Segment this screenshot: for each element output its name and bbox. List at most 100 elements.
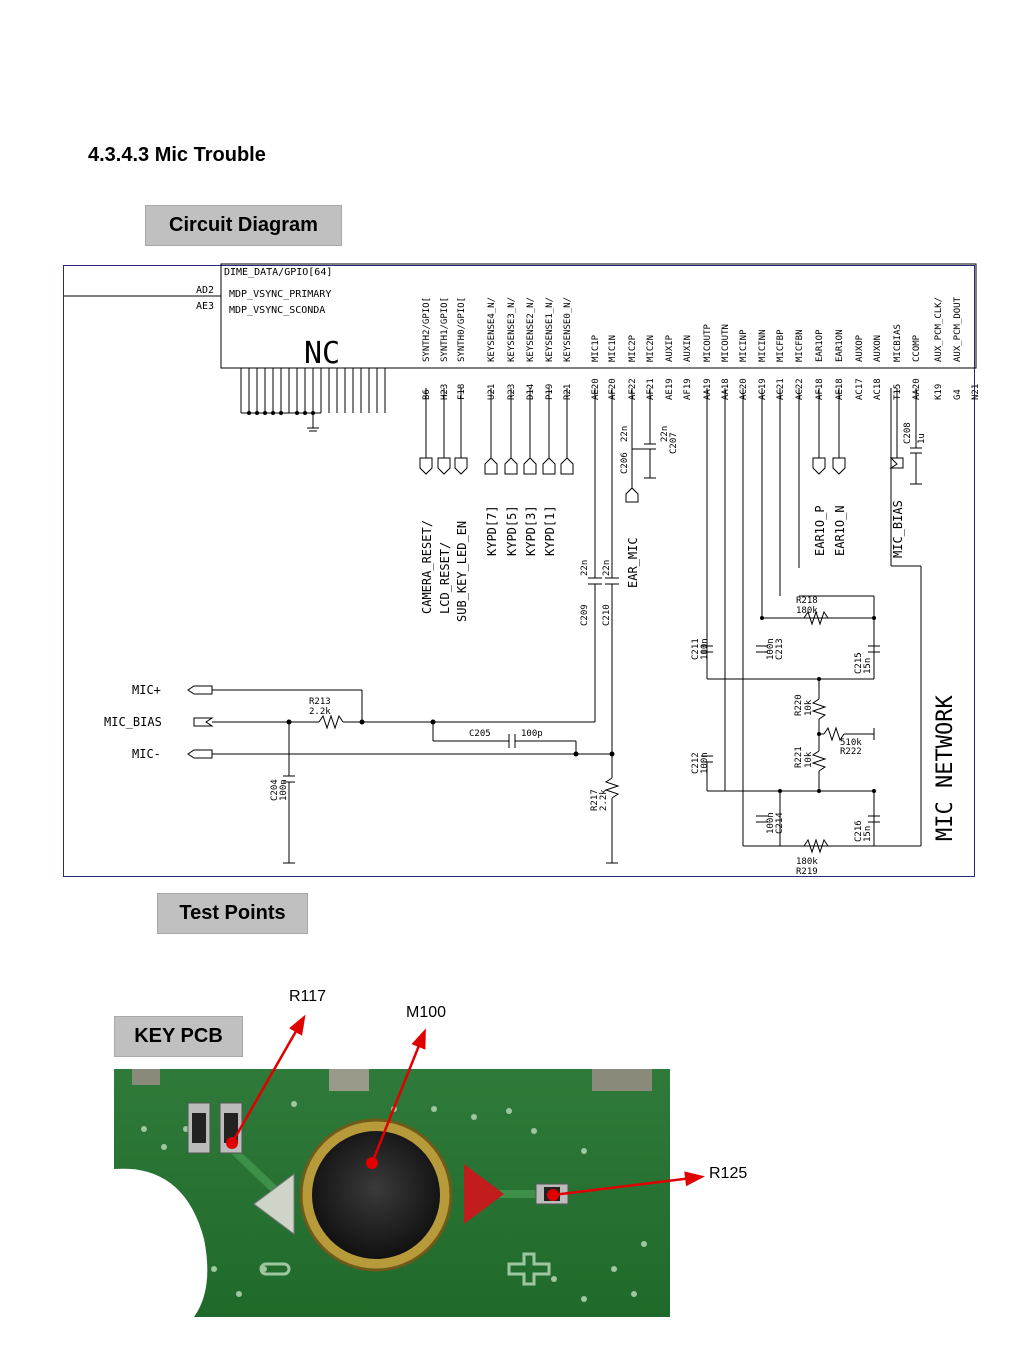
ic-column-pin: P19 bbox=[545, 384, 555, 400]
mic-network-label: MIC NETWORK bbox=[933, 695, 958, 841]
r218-val: 180k bbox=[796, 606, 818, 616]
c207-val: 22n bbox=[660, 426, 670, 442]
c212-ref: C212 bbox=[691, 752, 701, 774]
ic-column-signal: MICFBN bbox=[795, 329, 805, 362]
ic-column-signal: AUXIN bbox=[683, 335, 693, 362]
c209-val: 22n bbox=[580, 560, 590, 576]
r219-val: 180k bbox=[796, 857, 818, 867]
ic-column-signal: KEYSENSE3_N/ bbox=[507, 297, 517, 362]
ic-column-signal: MICFBP bbox=[776, 329, 786, 362]
ic-column-signal: EAR1OP bbox=[815, 329, 825, 362]
port-mic-minus: MIC- bbox=[132, 747, 161, 761]
ic-column-pin: AF22 bbox=[628, 378, 638, 400]
ic-signal-vsync-primary: MDP_VSYNC_PRIMARY bbox=[229, 289, 331, 300]
c204-ref: C204 bbox=[270, 779, 280, 801]
ic-column-pin: AC20 bbox=[739, 378, 749, 400]
ic-column-pin: AC21 bbox=[776, 378, 786, 400]
ic-pin-ad2: AD2 bbox=[196, 285, 214, 296]
circuit-diagram-label: Circuit Diagram bbox=[145, 205, 342, 246]
port-mic-plus: MIC+ bbox=[132, 683, 161, 697]
port-mic-bias: MIC_BIAS bbox=[104, 715, 162, 729]
net-kypd1: KYPD[1] bbox=[543, 505, 557, 556]
ic-column-signal: MICOUTN bbox=[721, 324, 731, 362]
ic-block bbox=[220, 263, 977, 369]
ic-column-pin: AE18 bbox=[835, 378, 845, 400]
ic-column-pin: K19 bbox=[934, 384, 944, 400]
ic-column-pin: B6 bbox=[422, 389, 432, 400]
net-lcd-reset: LCD_RESET/ bbox=[438, 542, 452, 614]
ic-column-pin: G4 bbox=[953, 389, 963, 400]
ic-column-signal: KEYSENSE1_N/ bbox=[545, 297, 555, 362]
ic-column-signal: SYNTH2/GPIO[ bbox=[422, 297, 432, 362]
ic-column-pin: AC22 bbox=[795, 378, 805, 400]
arrow-r125 bbox=[552, 1171, 705, 1197]
ic-column-pin: AA19 bbox=[703, 378, 713, 400]
r220-val: 10k bbox=[804, 699, 814, 716]
c214-val: 100n bbox=[766, 812, 776, 834]
ic-column-pin: AC18 bbox=[873, 378, 883, 400]
ic-top-columns: SYNTH2/GPIO[B6SYNTH1/GPIO[H23SYNTH0/GPIO… bbox=[422, 296, 981, 400]
callout-m100: M100 bbox=[406, 1004, 447, 1021]
ic-column-pin: AF18 bbox=[815, 378, 825, 400]
point-r125 bbox=[547, 1189, 559, 1201]
r219-ref: R219 bbox=[796, 867, 818, 877]
ic-column-pin: AE20 bbox=[591, 378, 601, 400]
ic-column-pin: R23 bbox=[507, 384, 517, 400]
test-points-label: Test Points bbox=[157, 893, 308, 934]
r222-ref: R222 bbox=[840, 747, 862, 757]
ic-column-signal: MICOUTP bbox=[703, 323, 713, 362]
ic-column-pin: AA20 bbox=[912, 378, 922, 400]
ic-column-signal: KEYSENSE0_N/ bbox=[563, 297, 573, 362]
net-camera-reset: CAMERA_RESET/ bbox=[420, 520, 434, 614]
ic-column-signal: MICINN bbox=[758, 329, 768, 362]
r218-ref: R218 bbox=[796, 596, 818, 606]
c215-val: 15n bbox=[863, 658, 873, 674]
net-kypd5: KYPD[5] bbox=[505, 505, 519, 556]
net-sub-key-led: SUB_KEY_LED_EN bbox=[455, 521, 469, 622]
r213-val: 2.2k bbox=[309, 707, 331, 717]
ic-column-pin: H23 bbox=[440, 384, 450, 400]
point-m100 bbox=[366, 1157, 378, 1169]
ic-column-pin: N21 bbox=[971, 384, 981, 400]
ic-column-signal: MIC1P bbox=[591, 334, 601, 362]
ic-column-pin: AF20 bbox=[608, 378, 618, 400]
point-r117 bbox=[226, 1137, 238, 1149]
schematic-svg: DIME_DATA/GPIO[64] AD2 AE3 MDP_VSYNC_PRI… bbox=[64, 263, 981, 877]
ic-column-signal: AUXOP bbox=[855, 334, 865, 362]
ic-column-signal: MIC2P bbox=[628, 334, 638, 362]
c208-val: 1u bbox=[917, 433, 927, 444]
arrow-m100 bbox=[370, 1028, 426, 1164]
ic-column-signal: AUXIP bbox=[665, 334, 675, 362]
ic-column-pin: AE19 bbox=[665, 378, 675, 400]
ic-column-pin: AC19 bbox=[758, 378, 768, 400]
ic-column-signal: MIC1N bbox=[608, 335, 618, 362]
ic-column-pin: T15 bbox=[893, 384, 903, 400]
ic-top-signal: DIME_DATA/GPIO[64] bbox=[224, 267, 332, 278]
ic-column-pin: R21 bbox=[563, 384, 573, 400]
c213-val: 100n bbox=[766, 638, 776, 660]
ic-column-pin: AC17 bbox=[855, 378, 865, 400]
c212-val: 100n bbox=[700, 752, 710, 774]
net-kypd3: KYPD[3] bbox=[524, 505, 538, 556]
net-ear-mic: EAR_MIC bbox=[626, 537, 640, 588]
c216-ref: C216 bbox=[854, 820, 864, 842]
callout-r125: R125 bbox=[709, 1165, 748, 1182]
ic-column-pin: U21 bbox=[487, 384, 497, 400]
ic-column-pin: D14 bbox=[526, 384, 536, 400]
ic-column-pin: AA18 bbox=[721, 378, 731, 400]
ic-column-signal: SYNTH0/GPIO[ bbox=[457, 297, 467, 362]
ic-pin-ae3: AE3 bbox=[196, 301, 214, 312]
c211-ref: C211 bbox=[691, 638, 701, 660]
circuit-schematic: DIME_DATA/GPIO[64] AD2 AE3 MDP_VSYNC_PRI… bbox=[63, 263, 981, 877]
callout-r117: R117 bbox=[289, 988, 327, 1005]
r217-val: 2.2k bbox=[599, 789, 609, 811]
c210-ref: C210 bbox=[602, 604, 612, 626]
r221-val: 10k bbox=[804, 751, 814, 768]
r220-ref: R220 bbox=[794, 694, 804, 716]
c206-val: 22n bbox=[620, 426, 630, 442]
net-ear1o-n: EAR1O_N bbox=[833, 505, 847, 556]
c213-ref: C213 bbox=[775, 638, 785, 660]
c209-ref: C209 bbox=[580, 604, 590, 626]
c205-ref: C205 bbox=[469, 729, 491, 739]
